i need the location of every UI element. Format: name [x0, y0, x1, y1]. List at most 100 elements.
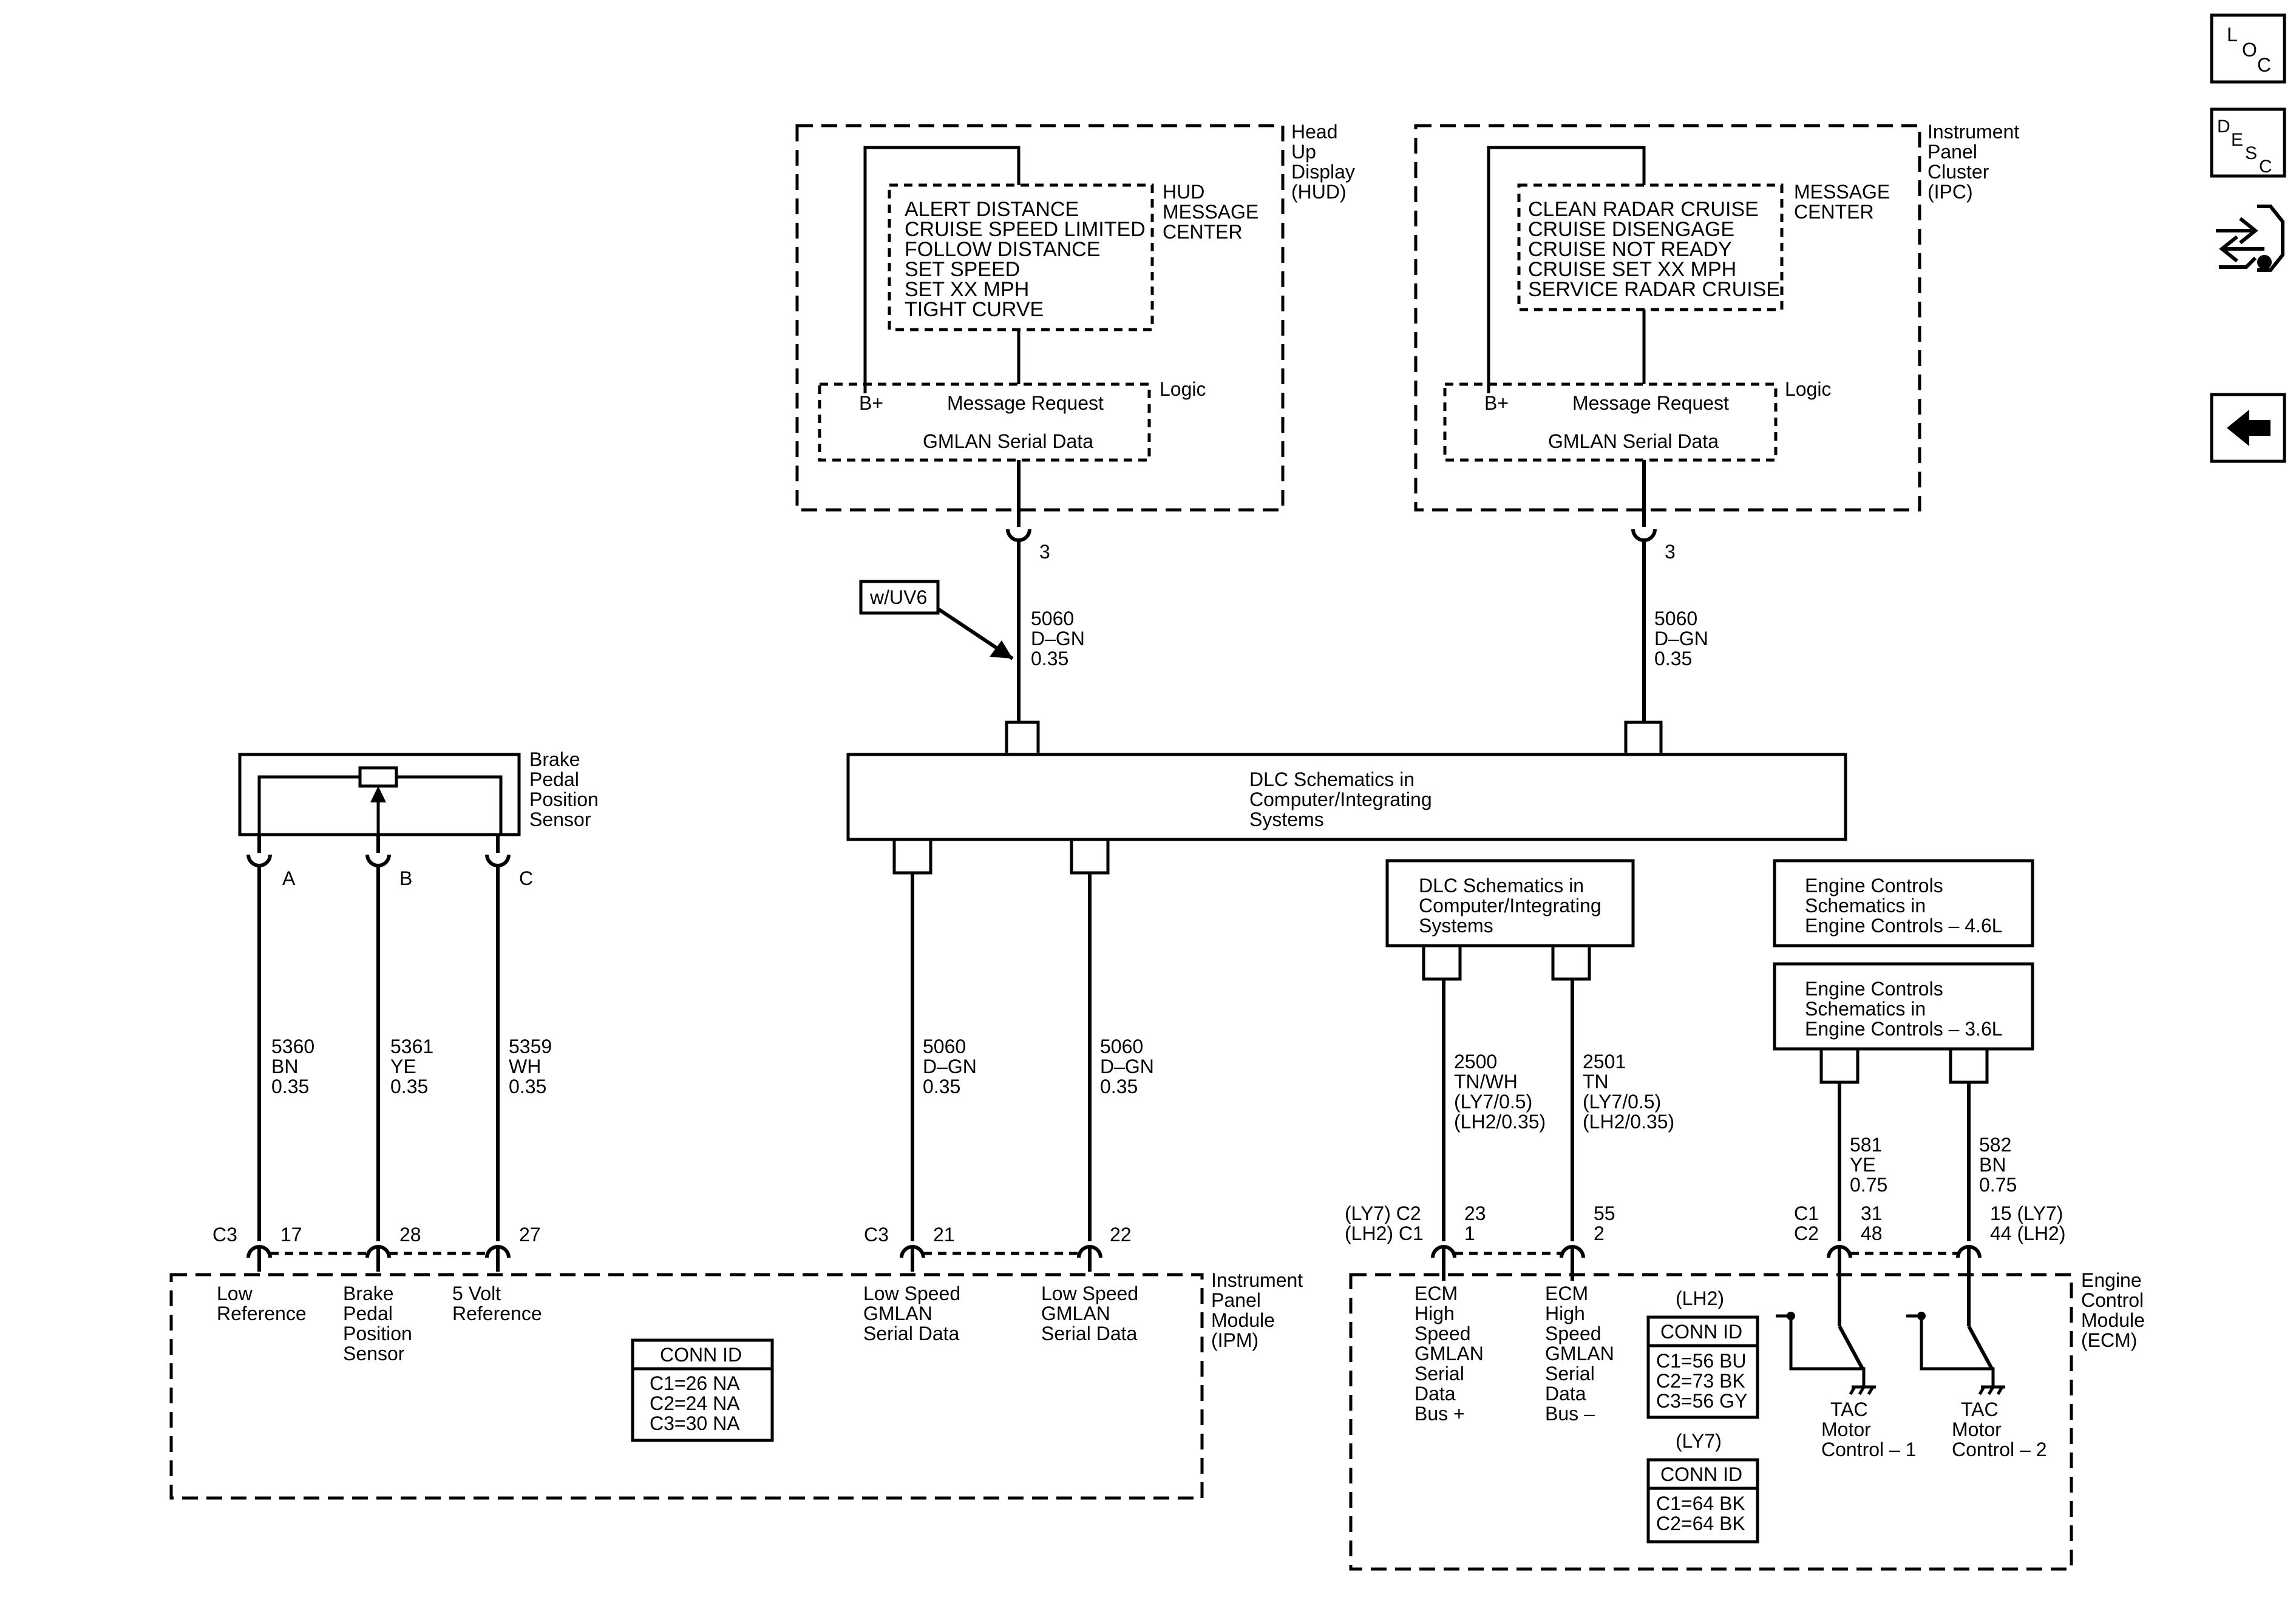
svg-text:Instrument: Instrument [1211, 1269, 1303, 1291]
svg-text:(LH2) C1: (LH2) C1 [1345, 1222, 1424, 1244]
ipc-message-request-label: Message Request [1572, 392, 1729, 414]
svg-text:Up: Up [1291, 141, 1316, 163]
svg-text:Position: Position [343, 1323, 412, 1344]
bpps-wire-a: A 5360 BN 0.35 [246, 835, 314, 1241]
ipm-pin-label-low-reference: Low Reference [217, 1283, 307, 1324]
svg-text:Control – 2: Control – 2 [1952, 1439, 2047, 1460]
pin-number: 15 (LY7) [1990, 1202, 2063, 1224]
svg-text:5361: 5361 [390, 1036, 433, 1057]
ecm-tac-wire-2: 582 BN 0.75 [1949, 1049, 2017, 1241]
svg-text:C1: C1 [1794, 1202, 1819, 1224]
svg-text:CONN ID: CONN ID [1660, 1321, 1742, 1343]
svg-text:C1=56 BU: C1=56 BU [1656, 1350, 1747, 1372]
svg-text:Reference: Reference [452, 1303, 542, 1324]
ipm-connector-c3: C3 [212, 1224, 237, 1246]
connector-tools-icon[interactable] [2216, 205, 2284, 272]
option-box [859, 580, 940, 615]
svg-text:D–GN: D–GN [1031, 628, 1085, 649]
svg-text:2501: 2501 [1583, 1051, 1626, 1073]
ipc-gmlan-label: GMLAN Serial Data [1548, 430, 1719, 452]
pin-number: 31 [1861, 1202, 1883, 1224]
wire-gauge: 0.35 [509, 1076, 546, 1097]
svg-text:C3=56 GY: C3=56 GY [1656, 1390, 1747, 1412]
ecm-pin-label-hs-minus: ECM High Speed GMLAN Serial Data Bus – [1545, 1283, 1614, 1425]
svg-text:C1=64 BK: C1=64 BK [1656, 1493, 1745, 1514]
svg-text:Schematics in: Schematics in [1805, 895, 1926, 917]
svg-text:Data: Data [1545, 1383, 1586, 1405]
svg-text:(LH2/0.35): (LH2/0.35) [1454, 1111, 1546, 1133]
svg-text:Control – 1: Control – 1 [1821, 1439, 1917, 1460]
dlc-main-box[interactable]: DLC Schematics in Computer/Integrating S… [846, 753, 1847, 841]
ipc-dlc-wire: 3 5060 D–GN 0.35 [1624, 460, 1708, 753]
svg-text:(LY7) C2: (LY7) C2 [1345, 1202, 1421, 1224]
svg-text:Sensor: Sensor [343, 1343, 405, 1364]
svg-text:Speed: Speed [1545, 1323, 1601, 1344]
ipc-logic-label: Logic [1785, 378, 1832, 400]
svg-text:YE: YE [1850, 1154, 1876, 1176]
svg-text:Position: Position [529, 788, 599, 810]
hud-pin-number: 3 [1039, 541, 1050, 563]
svg-text:CENTER: CENTER [1163, 221, 1243, 243]
pin-number: 22 [1110, 1224, 1132, 1246]
ly7-label: (LY7) [1676, 1430, 1722, 1452]
svg-text:CONN ID: CONN ID [1660, 1463, 1742, 1485]
svg-text:5060: 5060 [1100, 1036, 1143, 1057]
ipc-message: CLEAN RADAR CRUISE [1528, 198, 1759, 221]
svg-text:C2=64 BK: C2=64 BK [1656, 1513, 1745, 1534]
svg-text:High: High [1545, 1303, 1585, 1324]
wire-gauge: 0.35 [1654, 648, 1692, 670]
wire-gauge: 0.75 [1850, 1174, 1887, 1196]
svg-text:MESSAGE: MESSAGE [1163, 201, 1258, 223]
hud-wire-label: 5060 D–GN 0.35 [1031, 608, 1085, 670]
loc-letter-o: O [2242, 39, 2257, 61]
engine-controls-46-box[interactable]: Engine Controls Schematics in Engine Con… [1773, 859, 2034, 947]
engine-controls-36-box[interactable]: Engine Controls Schematics in Engine Con… [1773, 962, 2034, 1051]
hud-gmlan-label: GMLAN Serial Data [923, 430, 1093, 452]
ecm-title: Engine Control Module (ECM) [2081, 1269, 2145, 1351]
svg-text:BN: BN [1979, 1154, 2006, 1176]
svg-text:Panel: Panel [1211, 1289, 1261, 1311]
wire-gauge: 0.35 [390, 1076, 428, 1097]
pin-letter: A [282, 867, 296, 889]
option-label: w/UV6 [869, 586, 927, 608]
svg-text:GMLAN: GMLAN [1545, 1343, 1614, 1364]
svg-text:C1=26 NA: C1=26 NA [650, 1372, 740, 1394]
bpps-title: Brake Pedal Position Sensor [529, 748, 599, 830]
loc-button[interactable]: L O C [2210, 13, 2286, 84]
ipm-module: C3 C3 17 28 27 21 22 Instrument Panel Mo… [169, 1224, 1303, 1500]
ecm-pin-label-tac-1: TAC Motor Control – 1 [1821, 1398, 1917, 1460]
ecm-hs-wire-minus: 2501 TN (LY7/0.5) (LH2/0.35) [1551, 946, 1674, 1241]
svg-text:5060: 5060 [1654, 608, 1697, 629]
svg-text:Engine Controls: Engine Controls [1805, 978, 1943, 1000]
ipc-message: SERVICE RADAR CRUISE [1528, 278, 1780, 301]
ipm-conn-id-table: CONN ID C1=26 NA C2=24 NA C3=30 NA [631, 1338, 774, 1442]
pin-number: 21 [933, 1224, 955, 1246]
svg-text:Speed: Speed [1415, 1323, 1471, 1344]
ipc-message-center-label: MESSAGE CENTER [1794, 181, 1890, 223]
svg-text:Module: Module [1211, 1309, 1275, 1331]
svg-text:CENTER: CENTER [1794, 201, 1874, 223]
back-button[interactable] [2210, 393, 2286, 463]
svg-text:581: 581 [1850, 1134, 1882, 1156]
svg-text:TAC: TAC [1830, 1398, 1868, 1420]
svg-text:5359: 5359 [509, 1036, 552, 1057]
loc-letter-c: C [2257, 54, 2271, 76]
dlc-small-box[interactable]: DLC Schematics in Computer/Integrating S… [1385, 859, 1635, 947]
hud-message-center-label: HUD MESSAGE CENTER [1163, 181, 1258, 243]
svg-text:Display: Display [1291, 161, 1355, 183]
hud-message: TIGHT CURVE [905, 298, 1044, 321]
svg-text:Panel: Panel [1927, 141, 1977, 163]
svg-text:5 Volt: 5 Volt [452, 1283, 501, 1304]
svg-text:Sensor: Sensor [529, 808, 591, 830]
svg-text:D–GN: D–GN [1100, 1056, 1154, 1077]
lh2-label: (LH2) [1676, 1287, 1724, 1309]
svg-text:Systems: Systems [1249, 808, 1324, 830]
svg-text:Low Speed: Low Speed [863, 1283, 960, 1304]
svg-text:Engine Controls – 3.6L: Engine Controls – 3.6L [1805, 1018, 2003, 1040]
svg-text:(IPM): (IPM) [1211, 1329, 1258, 1351]
ipc-message: CRUISE DISENGAGE [1528, 218, 1734, 241]
svg-text:(IPC): (IPC) [1927, 181, 1973, 203]
svg-text:Computer/Integrating: Computer/Integrating [1249, 788, 1432, 810]
ipc-module: Instrument Panel Cluster (IPC) CLEAN RAD… [1414, 121, 2019, 512]
desc-button[interactable]: D E S C [2210, 107, 2286, 178]
